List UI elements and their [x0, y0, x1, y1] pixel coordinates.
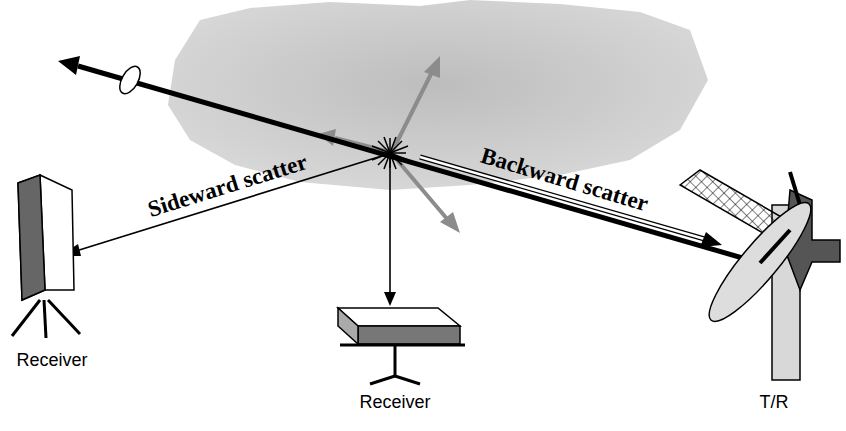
receiver-label: Receiver: [16, 350, 87, 371]
transceiver-label: T/R: [760, 392, 789, 413]
receiver-label: Receiver: [359, 392, 430, 413]
